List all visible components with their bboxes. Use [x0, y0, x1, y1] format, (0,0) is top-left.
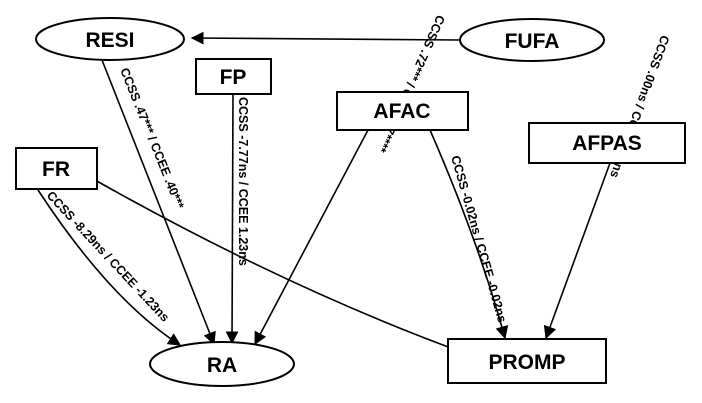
- node-label-fr: FR: [42, 158, 70, 181]
- node-label-afac: AFAC: [373, 100, 430, 123]
- edge-afac-promp: [429, 129, 509, 340]
- edge-fufa-resi: [190, 31, 461, 45]
- edge-resi-ra: [101, 59, 216, 346]
- node-fp: FP: [195, 58, 272, 95]
- edge-afac-ra: [254, 129, 369, 346]
- node-fufa: FUFA: [459, 18, 605, 62]
- node-label-fp: FP: [220, 66, 247, 89]
- node-afpas: AFPAS: [528, 122, 686, 164]
- node-label-promp: PROMP: [488, 351, 565, 374]
- edge-fr-ra: [37, 189, 182, 346]
- edge-label-resi-ra: CCSS .47*** / CCEE .40***: [117, 66, 187, 211]
- edge-label-afac-promp: CCSS -0.02ns / CCEE -0.02ns: [448, 154, 509, 324]
- edge-fr-promp: [94, 179, 472, 358]
- node-promp: PROMP: [447, 338, 607, 384]
- node-afac: AFAC: [336, 91, 469, 131]
- node-fr: FR: [15, 147, 98, 190]
- edge-fp-ra: [225, 93, 239, 345]
- edge-label-fp-ra: CCSS -7.77ns / CCEE 1.23ns: [236, 97, 250, 266]
- edge-label-afac-ra: CCSS .72*** / CCEE .7****: [374, 13, 447, 155]
- edge-afpas-promp: [543, 162, 611, 340]
- node-label-afpas: AFPAS: [572, 132, 642, 155]
- node-label-fufa: FUFA: [505, 30, 560, 53]
- edge-label-fr-ra: CCSS -8.29ns / CCEE -1.23ns: [44, 188, 172, 324]
- node-label-ra: RA: [207, 354, 237, 377]
- node-label-resi: RESI: [85, 29, 134, 52]
- node-ra: RA: [149, 341, 295, 387]
- node-resi: RESI: [35, 17, 185, 61]
